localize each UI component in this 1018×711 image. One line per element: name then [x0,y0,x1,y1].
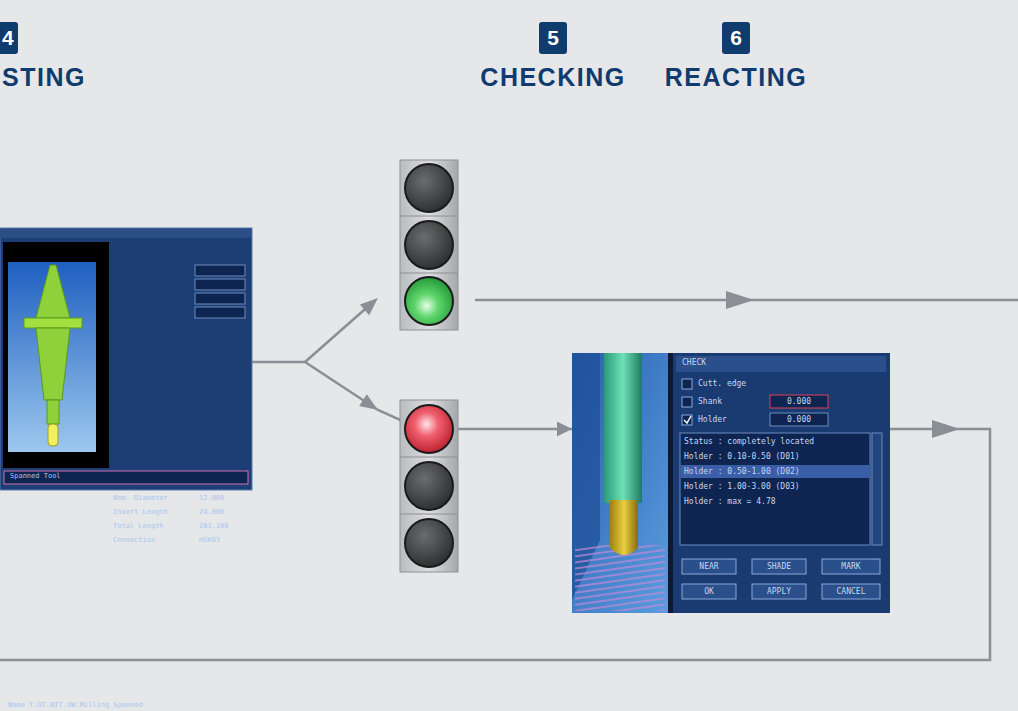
field-label: Nom. Diameter [113,494,168,503]
button-label: APPLY [767,587,791,597]
status-bar: Name T.UT.BIT.UW.Milling_Spanned [8,701,143,710]
list-item: Holder : 0.50-1.00 (D02) [684,467,800,477]
button-label: OK [704,587,714,597]
step-title: CHECKING [480,62,625,92]
field-value: 0.000 [787,415,811,425]
button-label: SHADE [767,562,791,572]
checkbox-label: Holder [698,415,727,425]
window-title: Spanned Tool [10,472,61,481]
list-item: Holder : 0.10-0.50 (D01) [684,452,800,462]
field-label: Connection [113,536,155,545]
field-value: 12.000 [199,494,224,503]
field-value: HSK63 [199,536,220,545]
field-value: 24.000 [199,508,224,517]
traffic-light-red [400,400,458,572]
traffic-light-green [400,160,458,330]
check-screenshot [572,353,890,613]
dialog-title: CHECK [682,358,706,368]
list-item: Holder : 1.00-3.00 (D03) [684,482,800,492]
step-title: STING [2,62,86,92]
button-label: NEAR [699,562,718,572]
step-number-box: 5CHECKING [539,22,567,54]
step-number-box: 4STING [0,22,18,54]
screenshot-dialog: CHECKCutt. edgeShank0.000Holder0.000Stat… [572,353,890,613]
step-number-box: 6REACTING [722,22,750,54]
step-number: 4 [2,26,14,50]
field-label: Insert Length [113,508,168,517]
button-label: MARK [841,562,860,572]
field-value: 0.000 [787,397,811,407]
field-label: Total Length [113,522,164,531]
step-title: REACTING [665,62,808,92]
checkbox-label: Cutt. edge [698,379,746,389]
field-value: 201.100 [199,522,229,531]
button-label: CANCEL [837,587,866,597]
tool-screenshot [0,228,252,490]
step-number: 5 [547,26,559,50]
checkbox-label: Shank [698,397,722,407]
screenshot-window: Spanned ToolNom. Diameter12.000Insert Le… [0,228,252,490]
list-item: Status : completely located [684,437,814,447]
step-number: 6 [730,26,742,50]
list-item: Holder : max = 4.78 [684,497,776,507]
